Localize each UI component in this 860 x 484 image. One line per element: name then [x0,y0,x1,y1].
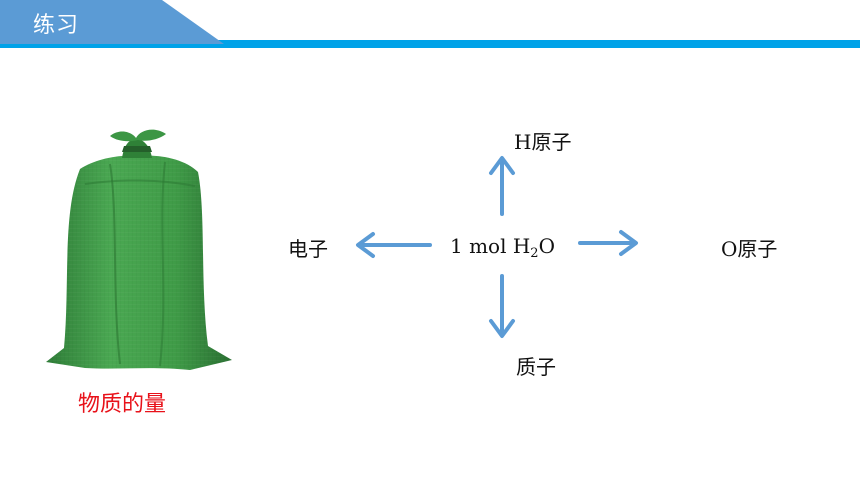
label-proton: 质子 [516,355,556,379]
image-caption: 物质的量 [78,392,167,417]
arrow-left [356,232,432,258]
page-title: 练习 [33,13,80,38]
arrow-down [489,274,515,338]
arrow-up [489,156,515,216]
label-o-atom: O原子 [721,237,778,261]
center-label-prefix: 1 mol H [450,234,531,258]
label-electron: 电子 [288,237,328,261]
header-band [0,0,860,48]
arrow-right [578,230,638,256]
center-label-suffix: O [538,234,555,258]
green-sack-image [46,129,232,370]
center-label-water: 1 mol H2O [450,234,555,261]
center-label-subscript: 2 [530,246,539,261]
label-h-atom: H原子 [514,130,572,154]
